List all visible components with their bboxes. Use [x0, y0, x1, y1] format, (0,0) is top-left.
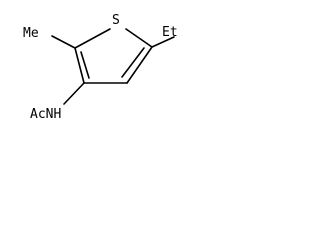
bond-c5-ethyl [151, 36, 175, 48]
bond-s-c2 [74, 28, 111, 49]
bond-c2-c3-inner [80, 51, 90, 79]
structure-diagram: S Me Et AcNH [23, 13, 178, 122]
bond-c3-nitrogen [63, 82, 85, 105]
sulfur-label: S [112, 13, 120, 28]
thiophene-ring [74, 28, 153, 84]
substituent-bonds [51, 35, 175, 105]
bond-c2-c3 [74, 47, 85, 84]
acetamido-label: AcNH [30, 107, 61, 122]
ethyl-label: Et [162, 25, 178, 40]
bond-c2-methyl [51, 35, 76, 49]
bond-c4-c5 [126, 46, 153, 84]
bond-s-c5 [125, 28, 153, 48]
methyl-label: Me [23, 26, 39, 41]
bond-c4-c5-inner [121, 47, 145, 78]
